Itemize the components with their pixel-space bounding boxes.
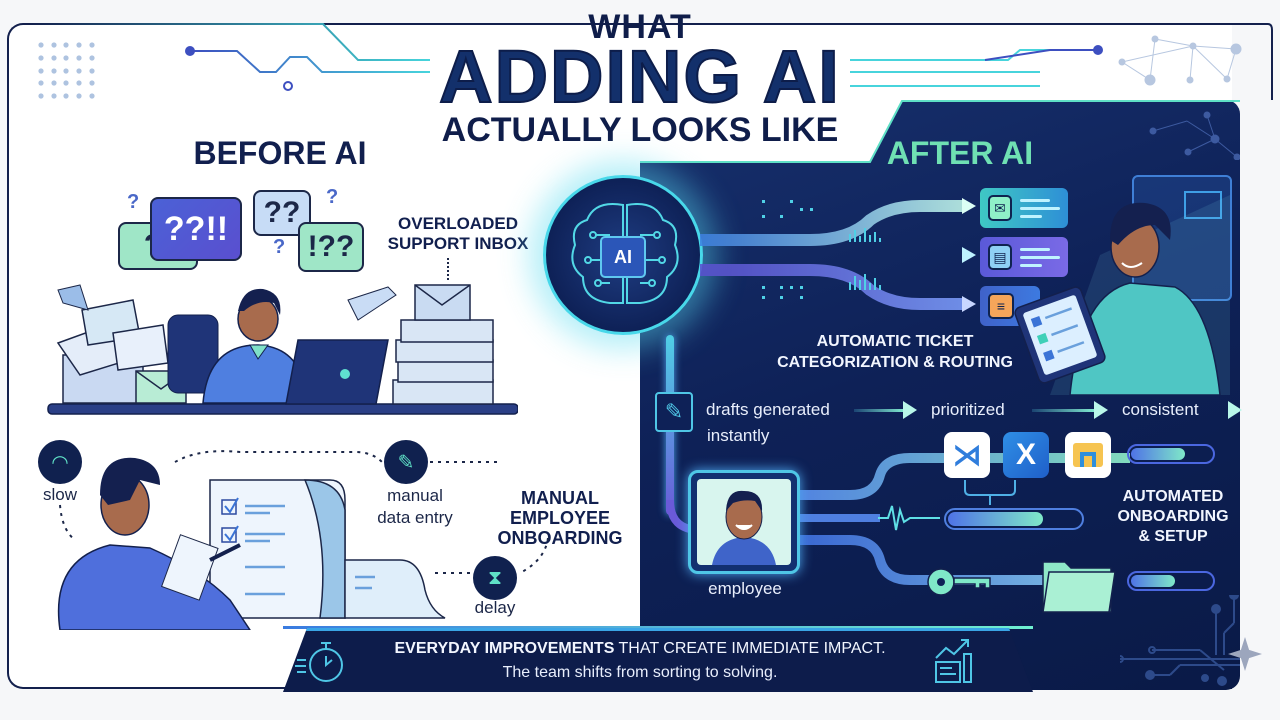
apps-setup-progress	[1127, 444, 1215, 464]
banner-line-2: The team shifts from sorting to solving.	[502, 664, 778, 681]
title-line-1: WHAT	[588, 8, 692, 46]
arrow-right-icon	[1228, 401, 1242, 419]
ai-chip: AI	[600, 236, 646, 278]
employee-card	[688, 470, 800, 574]
vscode-icon: ⋊	[944, 432, 990, 478]
question-mark: ?	[273, 236, 286, 258]
network-decoration	[1149, 111, 1240, 160]
access-illustration	[927, 561, 1116, 613]
happy-worker-illustration	[1014, 195, 1230, 395]
onboarding-streams	[666, 453, 1130, 585]
access-setup-progress	[1127, 571, 1215, 591]
delay-label: delay	[474, 598, 516, 617]
banner-rest: THAT CREATE IMMEDIATE IMPACT.	[614, 640, 886, 657]
summary-banner	[283, 628, 1033, 692]
instantly-label: instantly	[707, 426, 770, 445]
question-mark: ?	[127, 191, 140, 213]
banner-edge	[283, 626, 1033, 629]
before-ai-heading: BEFORE AI	[193, 135, 367, 171]
file-explorer-icon	[1065, 432, 1111, 478]
screen-image	[1184, 191, 1222, 219]
circuit-decoration	[1120, 595, 1240, 686]
drafts-generated-label: drafts generated	[706, 400, 830, 419]
dot-grid-decoration	[38, 42, 95, 99]
ticket-card-clipboard: ▤	[980, 237, 1068, 277]
stressed-worker-illustration	[47, 284, 518, 415]
routing-streams	[700, 198, 976, 312]
arrow-right-icon	[903, 401, 917, 419]
prioritized-label: prioritized	[931, 400, 1005, 419]
employee-avatar	[697, 479, 791, 565]
brain-icon	[571, 203, 679, 304]
ticket-card-email: ✉	[980, 188, 1068, 228]
banner-bold: EVERYDAY IMPROVEMENTS	[394, 640, 615, 657]
title-line-3: ACTUALLY LOOKS LIKE	[441, 111, 839, 149]
stopwatch-icon	[295, 642, 343, 682]
slow-label: slow	[42, 485, 77, 504]
arrow-right-icon	[1094, 401, 1108, 419]
note-icon: ≡	[988, 293, 1014, 319]
onboarding-paperwork-illustration	[57, 450, 549, 630]
banner-line-1: EVERYDAY IMPROVEMENTS THAT CREATE IMMEDI…	[360, 640, 920, 658]
accounts-setup-progress	[944, 508, 1084, 530]
speedometer-icon: ◠	[38, 440, 82, 484]
panel-edge	[640, 100, 1240, 163]
dotted-connector	[447, 258, 449, 280]
hourglass-icon: ⧗	[473, 556, 517, 600]
ticket-card-note: ≡	[980, 286, 1040, 326]
speech-bubble-large: ??!!	[150, 197, 242, 261]
document-edit-icon: ✎	[384, 440, 428, 484]
employee-label: employee	[708, 579, 782, 598]
flow-line	[854, 409, 904, 412]
after-ai-heading: AFTER AI	[886, 135, 1034, 171]
circuit-lines-decoration	[30, 23, 1273, 100]
clipboard-icon: ▤	[988, 244, 1012, 270]
title-main: ADDING AI	[438, 35, 841, 118]
consistent-label: consistent	[1122, 400, 1199, 419]
flow-line	[1032, 409, 1094, 412]
speech-bubble: !??	[298, 222, 364, 272]
growth-chart-icon	[935, 639, 972, 683]
draft-document-icon: ✎	[655, 392, 693, 432]
mail-icon: ✉	[988, 195, 1012, 221]
x-app-icon: X	[1003, 432, 1049, 478]
question-mark: ?	[326, 186, 339, 208]
